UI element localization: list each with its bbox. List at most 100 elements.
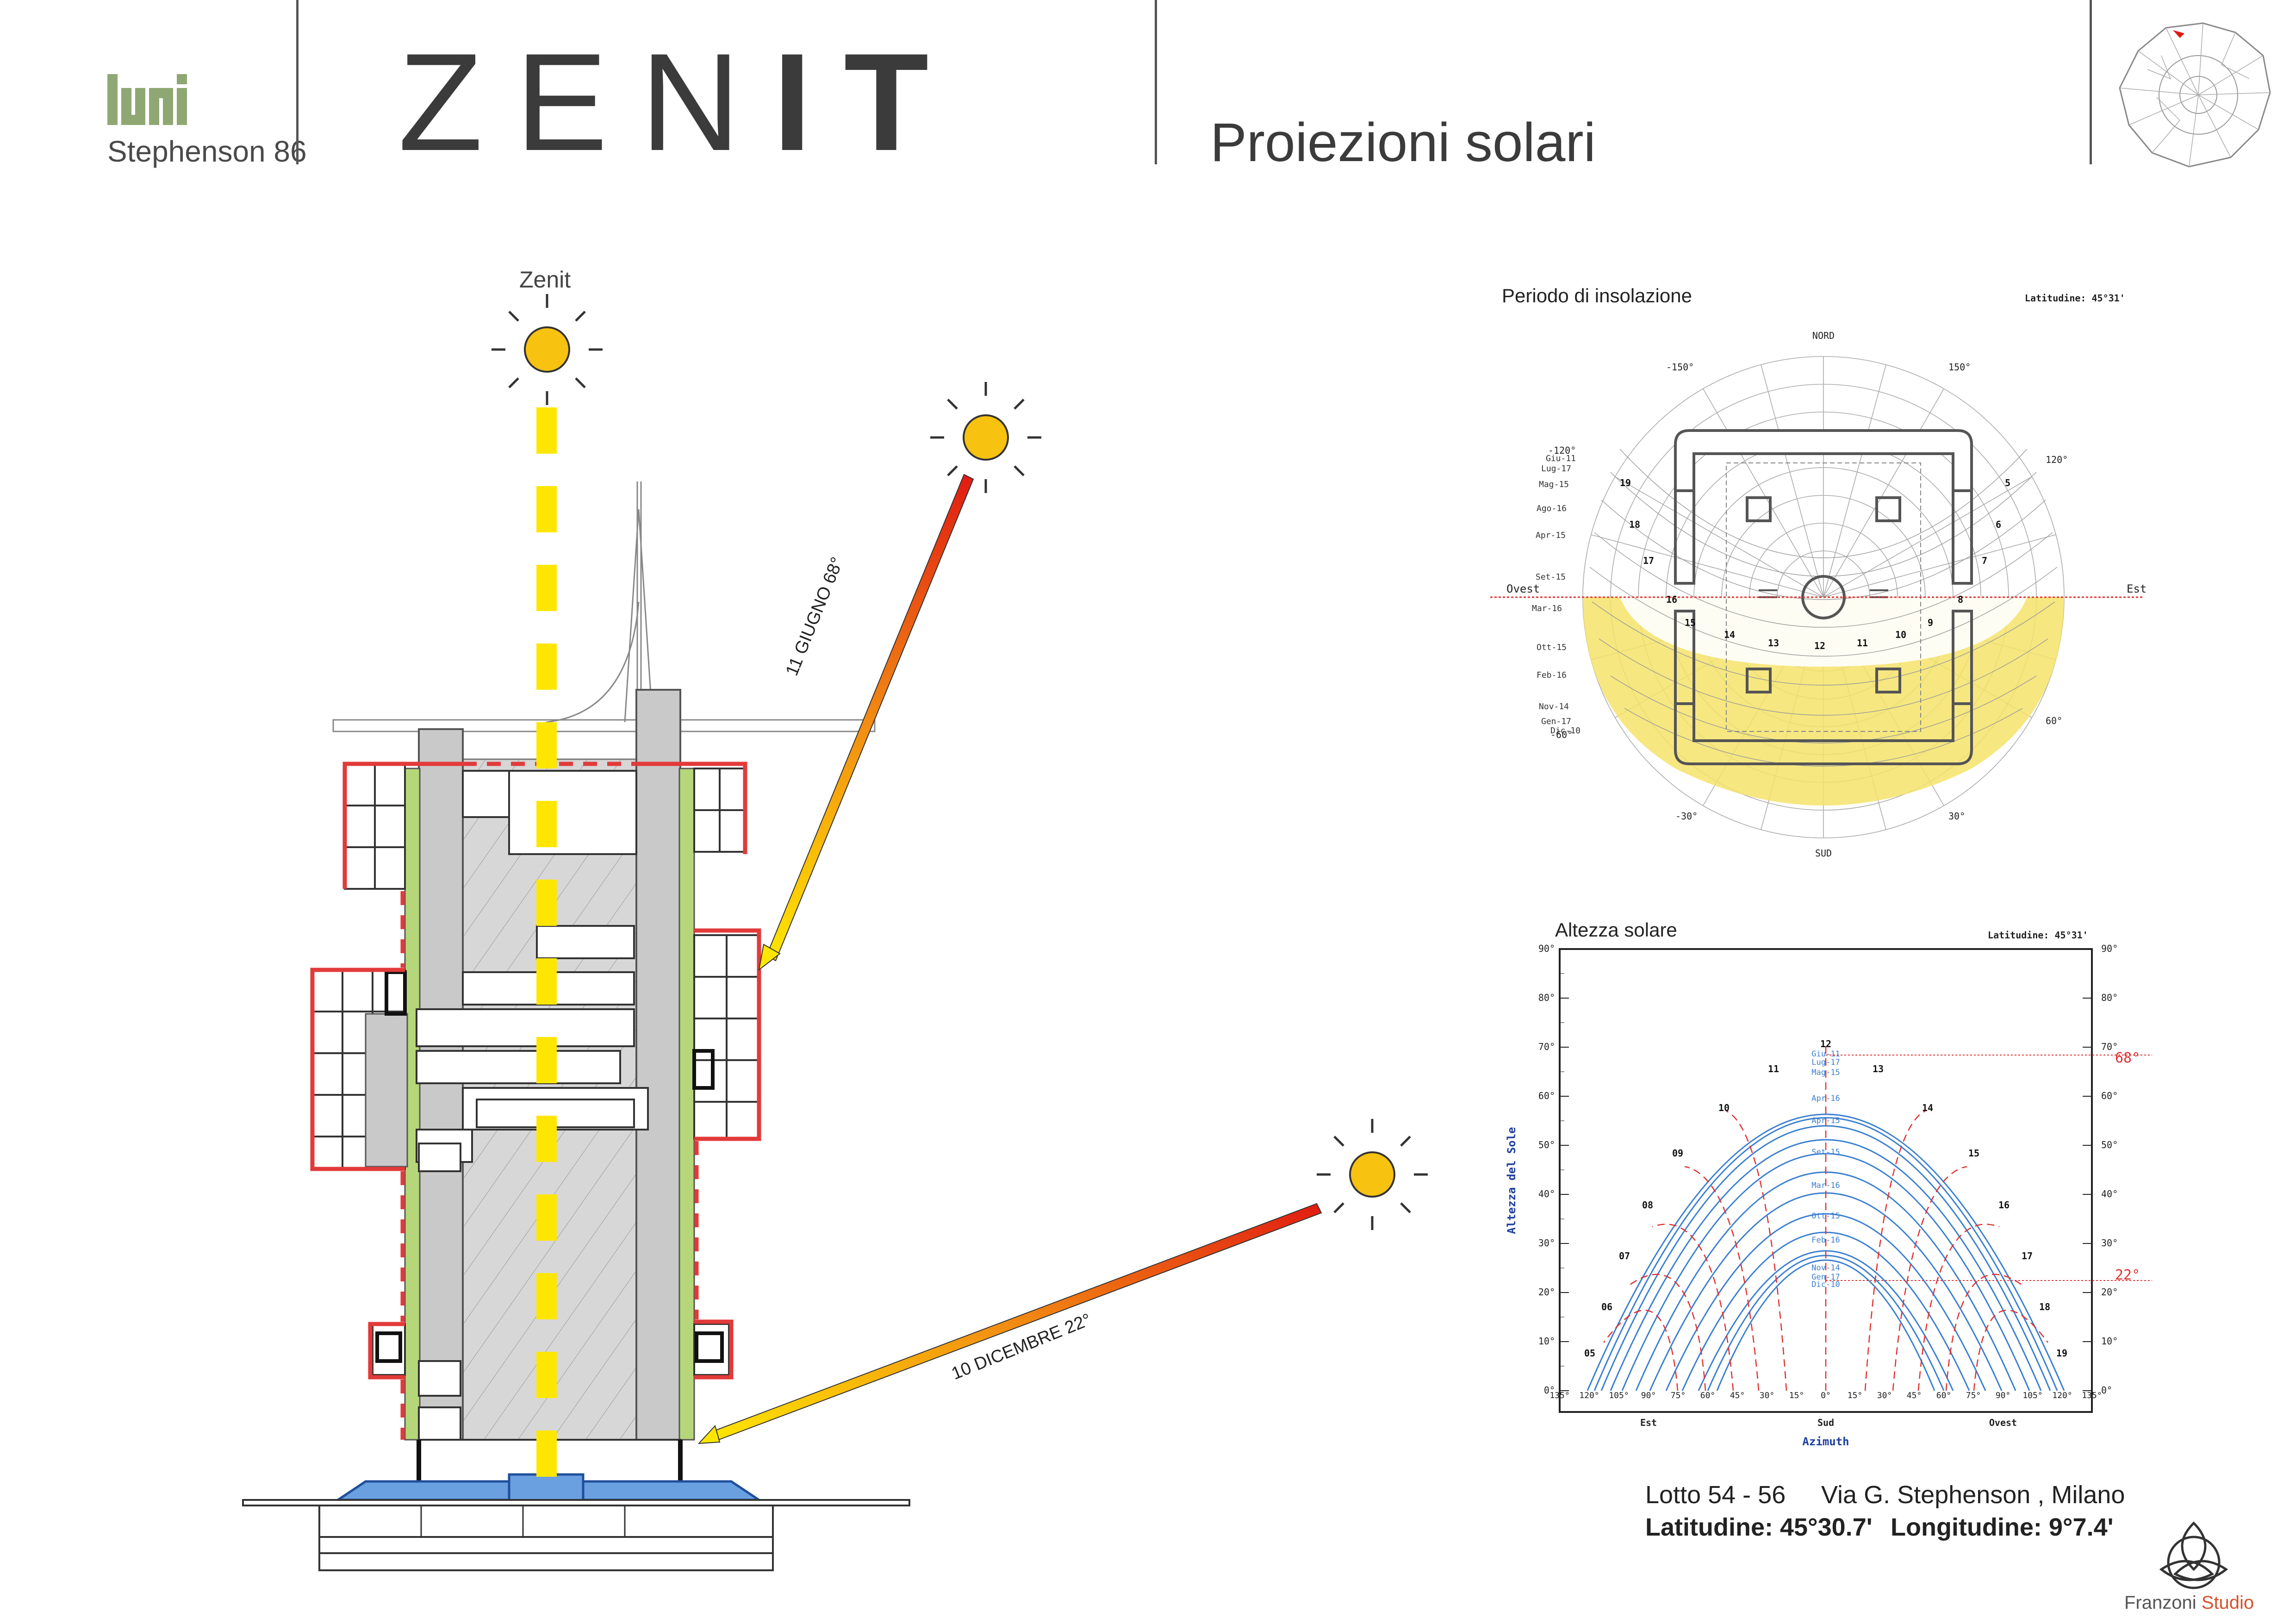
x-direction: Ovest — [1989, 1417, 2017, 1428]
azimuth-label: -150° — [1666, 362, 1694, 373]
y-tick-right: 60° — [2101, 1090, 2118, 1101]
hour-label: 14 — [1922, 1102, 1933, 1113]
hour-label: 8 — [1958, 594, 1963, 605]
date-label: Mag-15 — [1811, 1068, 1840, 1077]
x-direction: Est — [1640, 1417, 1657, 1428]
hour-curves — [1603, 1046, 2048, 1391]
hour-label: 13 — [1873, 1063, 1884, 1074]
right-tower — [635, 689, 681, 1441]
address: Via G. Stephenson , Milano — [1821, 1481, 2125, 1509]
altitude-latitude: Latitudine: 45°31' — [1988, 930, 2088, 941]
azimuth-label: 150° — [1948, 362, 1971, 373]
floor-slabs — [416, 770, 649, 1163]
date-label: Nov-14 — [1811, 1263, 1840, 1273]
middle-right-window — [692, 1049, 715, 1090]
longitude-info: Longitudine: 9°7.4' — [1891, 1513, 2114, 1541]
x-tick: 120° — [1579, 1391, 1599, 1400]
date-label: Dic-10 — [1550, 726, 1580, 736]
date-label: Lug-17 — [1541, 464, 1571, 474]
sun-icon — [1317, 1119, 1428, 1230]
date-label: Apr-16 — [1811, 1094, 1840, 1103]
hour-label: 9 — [1928, 617, 1933, 628]
azimuth-label: -60° — [1550, 729, 1573, 740]
north-label: NORD — [1812, 330, 1835, 341]
title-bold: IT — [773, 24, 961, 180]
spire — [546, 481, 653, 723]
hour-label: 7 — [1982, 555, 1987, 566]
studio-name-main: Franzoni — [2124, 1593, 2196, 1613]
date-label: Lug-17 — [1811, 1058, 1840, 1067]
right-facade-green — [678, 768, 695, 1441]
winter-ray-arrow — [697, 1425, 721, 1444]
date-label: Ott-15 — [1537, 643, 1567, 652]
summer-ray-arrow — [758, 943, 781, 971]
y-tick: 20° — [1538, 1287, 1555, 1298]
x-direction: Sud — [1817, 1417, 1834, 1428]
altitude-title: Altezza solare — [1555, 919, 1677, 941]
sunpath-title: Periodo di insolazione — [1502, 285, 1692, 306]
header-divider-2 — [1155, 0, 1157, 164]
left-tower — [418, 728, 464, 1441]
hour-label: 10 — [1718, 1102, 1730, 1113]
studio-name-suffix: Studio — [2201, 1593, 2254, 1613]
date-label: Mar-16 — [1532, 604, 1562, 613]
middle-outline-left — [310, 968, 405, 1171]
podium — [242, 1439, 910, 1571]
middle-module-right — [693, 934, 760, 1140]
hour-label: 06 — [1601, 1301, 1612, 1312]
studio-name: Franzoni Studio — [2124, 1593, 2254, 1613]
y-tick-right: 30° — [2101, 1237, 2118, 1249]
date-label: Ago-16 — [1537, 504, 1567, 513]
header-divider-3 — [2090, 0, 2092, 164]
sun-icon — [930, 382, 1041, 493]
x-tick: 135° — [1549, 1391, 1569, 1400]
y-tick: 30° — [1538, 1237, 1555, 1249]
brand-logo-mark — [107, 69, 191, 130]
y-tick: 0° — [1544, 1385, 1555, 1396]
milan-map-icon — [2110, 14, 2277, 171]
hour-label: 13 — [1768, 637, 1779, 649]
roof-canopy — [332, 719, 876, 732]
x-tick: 135° — [2082, 1391, 2102, 1400]
x-tick: 30° — [1760, 1391, 1775, 1400]
zenit-label: Zenit — [519, 267, 571, 293]
hour-label: 17 — [1643, 555, 1654, 566]
azimuth-label: -30° — [1675, 811, 1698, 822]
y-axis-title: Altezza del Sole — [1505, 1127, 1518, 1234]
x-tick: 0° — [1821, 1391, 1831, 1400]
hour-label: 12 — [1820, 1038, 1831, 1049]
title-light: ZEN — [398, 24, 773, 180]
sunpath-latitude: Latitudine: 45°31' — [2025, 293, 2125, 304]
upper-outline-right — [636, 762, 747, 854]
y-tick: 70° — [1538, 1041, 1555, 1052]
x-tick: 75° — [1966, 1391, 1981, 1400]
hour-label: 18 — [1629, 519, 1640, 530]
east-label: Est — [2127, 582, 2147, 595]
sun-path-diagram: NORD SUD Ovest Est -150° 150° -120° 120°… — [1490, 330, 2147, 859]
y-tick-right: 20° — [2101, 1287, 2118, 1298]
azimuth-label: 60° — [2046, 715, 2062, 726]
hour-label: 19 — [1620, 477, 1631, 488]
summer-ray — [765, 474, 974, 962]
x-tick: 15° — [1848, 1391, 1863, 1400]
hour-label: 15 — [1685, 617, 1696, 628]
azimuth-label: 30° — [1948, 811, 1965, 822]
y-tick: 80° — [1538, 992, 1555, 1003]
date-label: Dic-10 — [1811, 1280, 1840, 1289]
hour-label: 08 — [1642, 1199, 1653, 1211]
summer-max-label: 68° — [2115, 1050, 2140, 1066]
y-tick-right: 50° — [2101, 1139, 2118, 1150]
hour-label: 11 — [1768, 1063, 1779, 1074]
hour-label: 14 — [1724, 629, 1735, 640]
header-divider-1 — [296, 0, 299, 164]
x-tick: 30° — [1877, 1391, 1892, 1400]
lot-number: Lotto 54 - 56 — [1645, 1481, 1786, 1509]
date-label: Giu-11 — [1546, 454, 1576, 463]
hour-label: 05 — [1584, 1348, 1595, 1359]
date-label: Giu-11 — [1811, 1049, 1840, 1059]
date-label: Feb-16 — [1537, 670, 1567, 680]
winter-ray — [710, 1203, 1322, 1442]
date-label: Set-15 — [1536, 572, 1566, 582]
x-tick: 90° — [1641, 1391, 1656, 1400]
x-tick: 45° — [1730, 1391, 1745, 1400]
